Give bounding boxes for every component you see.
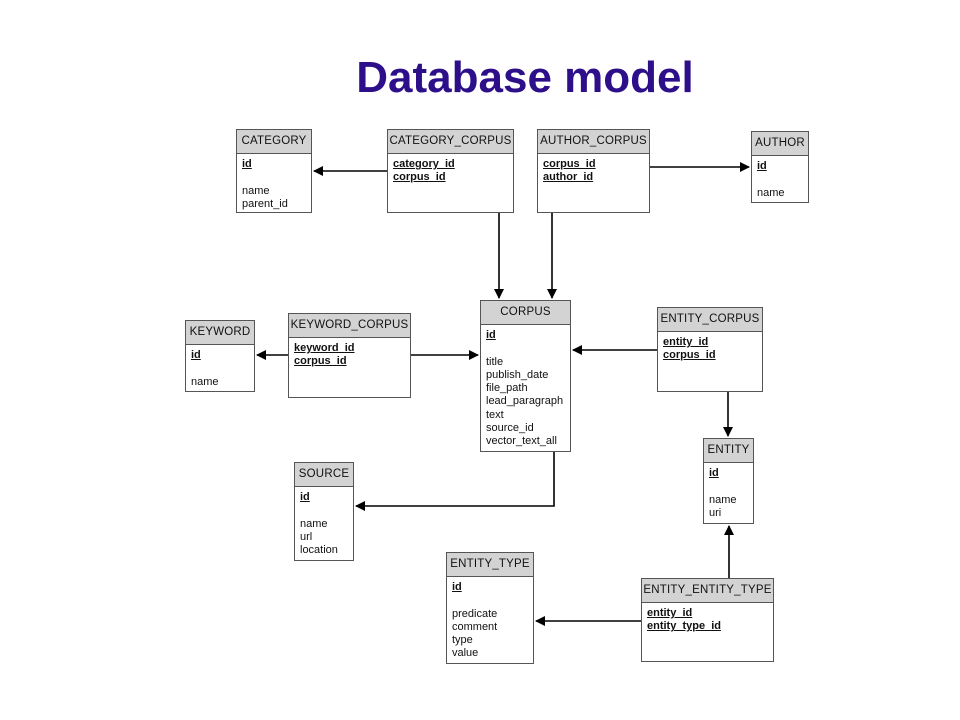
key-field: corpus_id	[543, 158, 596, 170]
field: lead_paragraph	[486, 395, 564, 408]
table-header: ENTITY_CORPUS	[658, 308, 762, 332]
key-field: keyword_id	[294, 342, 355, 354]
field: predicate	[452, 607, 498, 620]
table-header: KEYWORD	[186, 321, 254, 345]
field-separator	[242, 171, 306, 184]
key-field: corpus_id	[393, 171, 446, 184]
table-author: AUTHOR id name	[751, 131, 809, 203]
key-field: id	[452, 581, 462, 593]
field-separator	[709, 480, 748, 493]
field: type	[452, 634, 473, 647]
field: vector_text_all	[486, 435, 557, 448]
table-header: ENTITY_ENTITY_TYPE	[642, 579, 773, 603]
field-separator	[486, 342, 565, 355]
key-field: corpus_id	[294, 355, 347, 368]
field: name	[300, 517, 328, 530]
field: file_path	[486, 382, 528, 395]
field: publish_date	[486, 368, 549, 381]
field: source_id	[486, 422, 534, 435]
key-field: id	[486, 329, 496, 341]
key-field: id	[757, 160, 767, 172]
table-header: AUTHOR	[752, 132, 808, 156]
key-field: id	[300, 491, 310, 503]
field-separator	[757, 173, 803, 186]
table-header: CATEGORY	[237, 130, 311, 154]
field: value	[452, 647, 479, 660]
field: title	[486, 355, 504, 368]
table-fields: id name	[186, 345, 254, 389]
key-field: entity_id	[663, 336, 709, 348]
field: comment	[452, 620, 498, 633]
key-field: id	[242, 158, 252, 170]
field: text	[486, 408, 504, 421]
field: name	[191, 375, 219, 388]
field: uri	[709, 506, 722, 519]
table-header: ENTITY	[704, 439, 753, 463]
field: location	[300, 544, 338, 557]
field: name	[757, 186, 785, 199]
table-header: AUTHOR_CORPUS	[538, 130, 649, 154]
field: parent_id	[242, 197, 288, 210]
relation-corpus-to-source	[355, 452, 555, 511]
table-header: CORPUS	[481, 301, 570, 325]
key-field: entity_id	[647, 607, 693, 619]
field-separator	[300, 504, 348, 517]
page-title: Database model	[356, 53, 694, 102]
table-header: CATEGORY_CORPUS	[388, 130, 513, 154]
table-keyword: KEYWORD id name	[185, 320, 255, 392]
field-separator	[452, 594, 528, 607]
field: url	[300, 530, 313, 543]
field: name	[709, 493, 737, 506]
table-fields: id name	[752, 156, 808, 200]
table-header: ENTITY_TYPE	[447, 553, 533, 577]
table-header: SOURCE	[295, 463, 353, 487]
key-field: category_id	[393, 158, 455, 170]
key-field: id	[709, 467, 719, 479]
key-field: id	[191, 349, 201, 361]
field: name	[242, 184, 270, 197]
key-field: corpus_id	[663, 349, 716, 362]
key-field: entity_type_id	[647, 620, 721, 633]
key-field: author_id	[543, 171, 594, 184]
field-separator	[191, 362, 249, 375]
table-header: KEYWORD_CORPUS	[289, 314, 410, 338]
